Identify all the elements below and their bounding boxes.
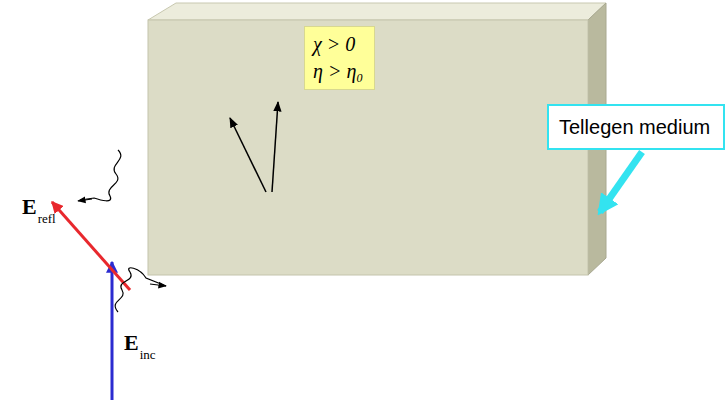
property-box: χ > 0η > η₀	[304, 26, 375, 90]
field-symbol: E	[22, 196, 37, 218]
field-subscript: refl	[38, 212, 56, 225]
incident-wave	[150, 284, 166, 286]
slab-top	[148, 3, 606, 20]
field-symbol: E	[124, 332, 139, 354]
pointer-arrow	[600, 152, 642, 212]
field-arrow	[272, 102, 278, 192]
reflected-wave	[78, 199, 92, 201]
slab-front	[148, 20, 588, 275]
node-text: η > η₀	[313, 58, 366, 85]
reflected-field-arrow	[52, 202, 130, 290]
callout-box: Tellegen medium	[547, 104, 725, 150]
reflected-wave	[80, 150, 121, 201]
node-text: χ > 0	[313, 31, 366, 58]
incident-field-arrow	[111, 262, 114, 400]
field-arrow	[230, 118, 266, 192]
incident-wave	[115, 268, 166, 312]
field-subscript: inc	[140, 348, 156, 361]
node-text: Tellegen medium	[559, 115, 713, 139]
